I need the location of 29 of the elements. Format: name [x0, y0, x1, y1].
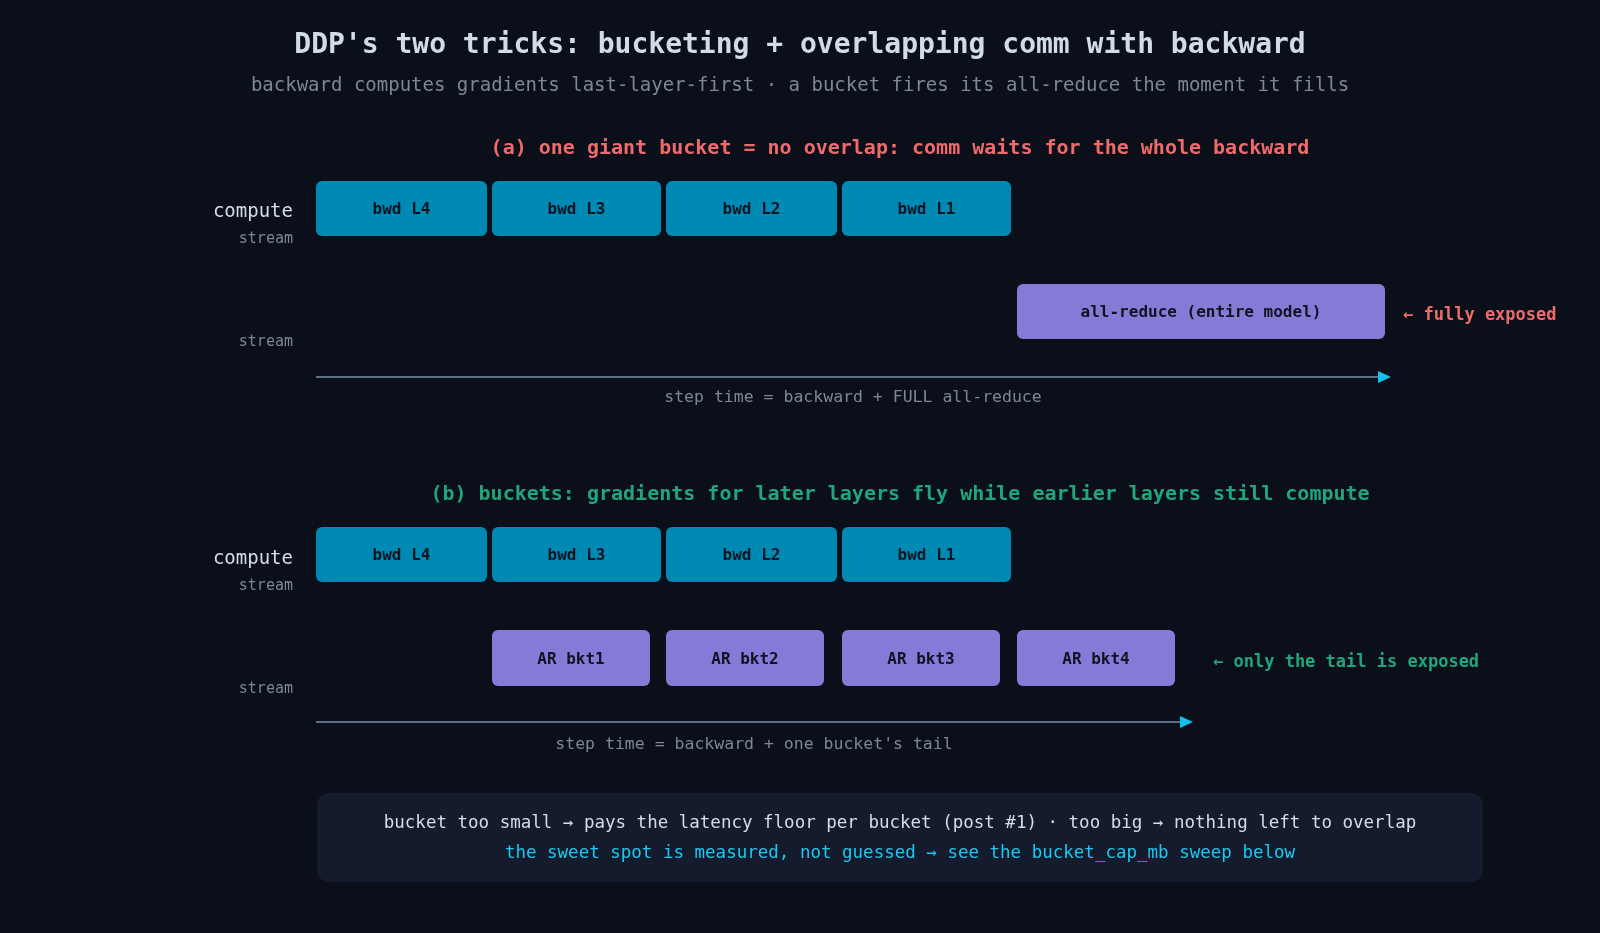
- all-reduce-bar: all-reduce (entire model): [1017, 284, 1385, 339]
- annotation: ← only the tail is exposed: [1213, 650, 1480, 672]
- axis-label: step time = backward + FULL all-reduce: [664, 387, 1042, 407]
- title: DDP's two tricks: bucketing + overlapping comm with backward: [294, 27, 1306, 61]
- all-reduce-bar: AR bkt3: [842, 630, 1000, 686]
- annotation: ← fully exposed: [1403, 303, 1557, 325]
- lane-label: compute: [212, 545, 293, 569]
- compute-bar: bwd L2: [666, 181, 837, 236]
- all-reduce-bar: AR bkt4: [1017, 630, 1175, 686]
- note-text: bucket too small → pays the latency floor per bucket (post #1) · too big → nothing left to overlap: [383, 812, 1417, 832]
- compute-bar: bwd L2: [666, 527, 837, 582]
- compute-bar: bwd L4: [316, 527, 487, 582]
- compute-bar: bwd L4: [316, 181, 487, 236]
- compute-bar: bwd L1: [842, 181, 1011, 236]
- note-text: the sweet spot is measured, not guessed → see the bucket_cap_mb sweep below: [504, 843, 1296, 863]
- section-heading: (a) one giant bucket = no overlap: comm waits for the whole backward: [490, 135, 1310, 159]
- compute-bar: bwd L3: [492, 527, 661, 582]
- lane-sublabel: stream: [238, 229, 293, 247]
- compute-bar: bwd L1: [842, 527, 1011, 582]
- lane-sublabel: stream: [238, 679, 293, 697]
- subtitle: backward computes gradients last-layer-first · a bucket fires its all-reduce the moment it fills: [250, 72, 1350, 96]
- all-reduce-bar: AR bkt2: [666, 630, 824, 686]
- lane-sublabel: stream: [238, 576, 293, 594]
- section-heading: (b) buckets: gradients for later layers fly while earlier layers still compute: [430, 481, 1370, 505]
- lane-sublabel: stream: [238, 332, 293, 350]
- lane-label: compute: [212, 198, 293, 222]
- all-reduce-bar: AR bkt1: [492, 630, 650, 686]
- compute-bar: bwd L3: [492, 181, 661, 236]
- axis-label: step time = backward + one bucket's tail: [555, 734, 953, 754]
